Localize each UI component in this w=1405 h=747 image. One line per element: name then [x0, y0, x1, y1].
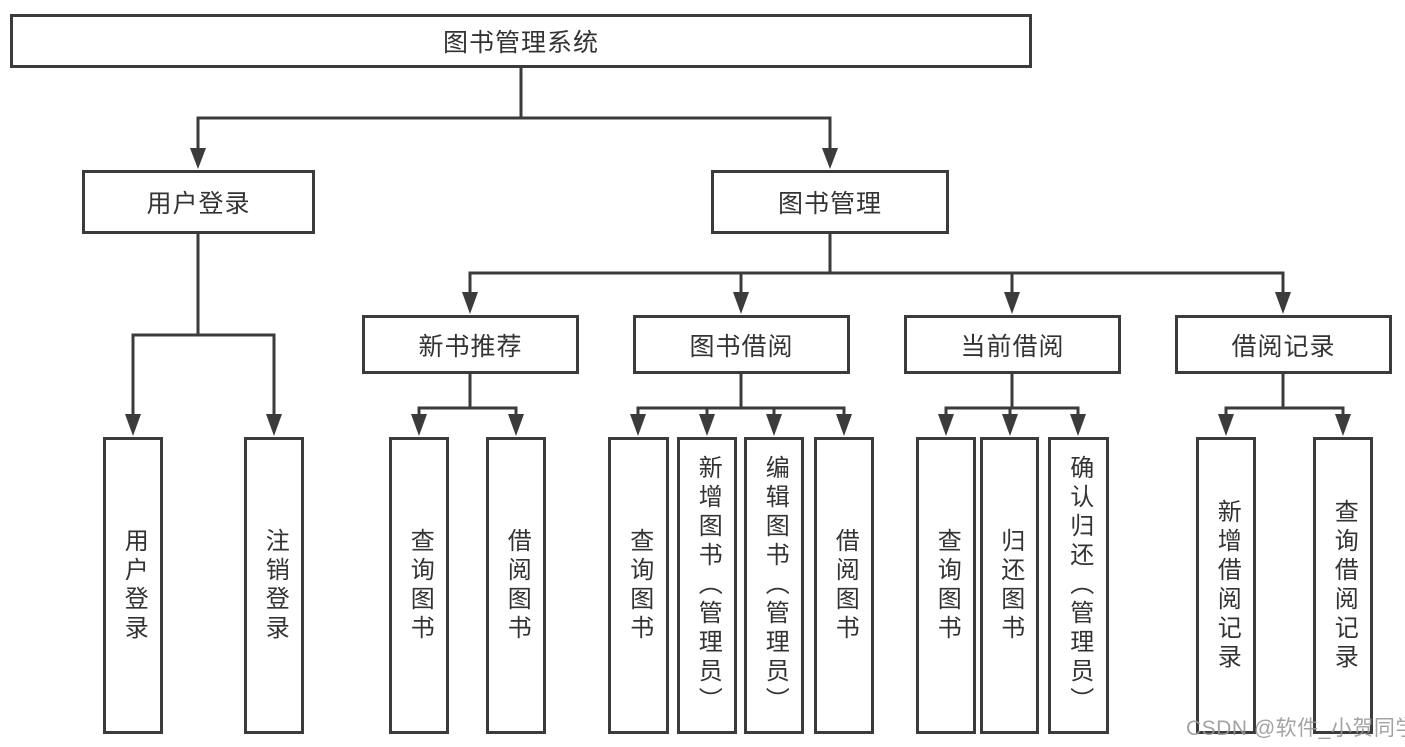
- leaf-add-books-admin-label: 新增图书（管理员）: [694, 455, 722, 716]
- leaf-confirm-return-admin: 确认归还（管理员）: [1048, 437, 1109, 734]
- node-current-borrow: 当前借阅: [904, 315, 1121, 374]
- node-current-borrow-label: 当前借阅: [960, 332, 1065, 361]
- leaf-user-login: 用户登录: [103, 437, 163, 734]
- node-book-management: 图书管理: [711, 170, 949, 234]
- leaf-borrow-books-recommend-label: 借阅图书: [503, 527, 531, 644]
- leaf-user-login-label: 用户登录: [120, 527, 148, 644]
- csdn-watermark: CSDN @软件_小贺同学: [1186, 717, 1405, 740]
- node-borrow-records: 借阅记录: [1175, 315, 1392, 374]
- leaf-add-borrow-record: 新增借阅记录: [1196, 437, 1256, 734]
- leaf-return-books-label: 归还图书: [996, 527, 1024, 644]
- leaf-borrow-books-borrow: 借阅图书: [814, 437, 874, 734]
- node-borrow-records-label: 借阅记录: [1231, 332, 1336, 361]
- leaf-borrow-books-borrow-label: 借阅图书: [831, 527, 859, 644]
- node-book-borrow: 图书借阅: [633, 315, 850, 374]
- leaf-logout: 注销登录: [244, 437, 304, 734]
- leaf-borrow-books-recommend: 借阅图书: [486, 437, 546, 734]
- leaf-logout-label: 注销登录: [261, 527, 289, 644]
- node-new-book-recommend: 新书推荐: [362, 315, 579, 374]
- node-user-login-label: 用户登录: [146, 190, 251, 218]
- node-new-book-recommend-label: 新书推荐: [418, 332, 523, 361]
- node-book-borrow-label: 图书借阅: [689, 332, 794, 361]
- leaf-query-books-borrow: 查询图书: [608, 437, 669, 734]
- leaf-return-books: 归还图书: [980, 437, 1039, 734]
- leaf-query-books-recommend-label: 查询图书: [406, 527, 434, 644]
- node-book-management-label: 图书管理: [777, 190, 882, 218]
- leaf-query-books-current: 查询图书: [916, 437, 976, 734]
- leaf-query-borrow-record: 查询借阅记录: [1313, 437, 1373, 734]
- node-user-login: 用户登录: [82, 170, 315, 234]
- leaf-confirm-return-admin-label: 确认归还（管理员）: [1065, 455, 1093, 716]
- leaf-edit-books-admin: 编辑图书（管理员）: [744, 437, 804, 734]
- leaf-query-borrow-record-label: 查询借阅记录: [1330, 498, 1358, 673]
- leaf-query-books-current-label: 查询图书: [933, 527, 961, 644]
- leaf-edit-books-admin-label: 编辑图书（管理员）: [761, 455, 789, 716]
- node-library-system: 图书管理系统: [10, 14, 1032, 68]
- leaf-add-books-admin: 新增图书（管理员）: [677, 437, 737, 734]
- leaf-add-borrow-record-label: 新增借阅记录: [1213, 498, 1241, 673]
- leaf-query-books-borrow-label: 查询图书: [625, 527, 653, 644]
- node-library-system-label: 图书管理系统: [442, 29, 599, 57]
- leaf-query-books-recommend: 查询图书: [389, 437, 449, 734]
